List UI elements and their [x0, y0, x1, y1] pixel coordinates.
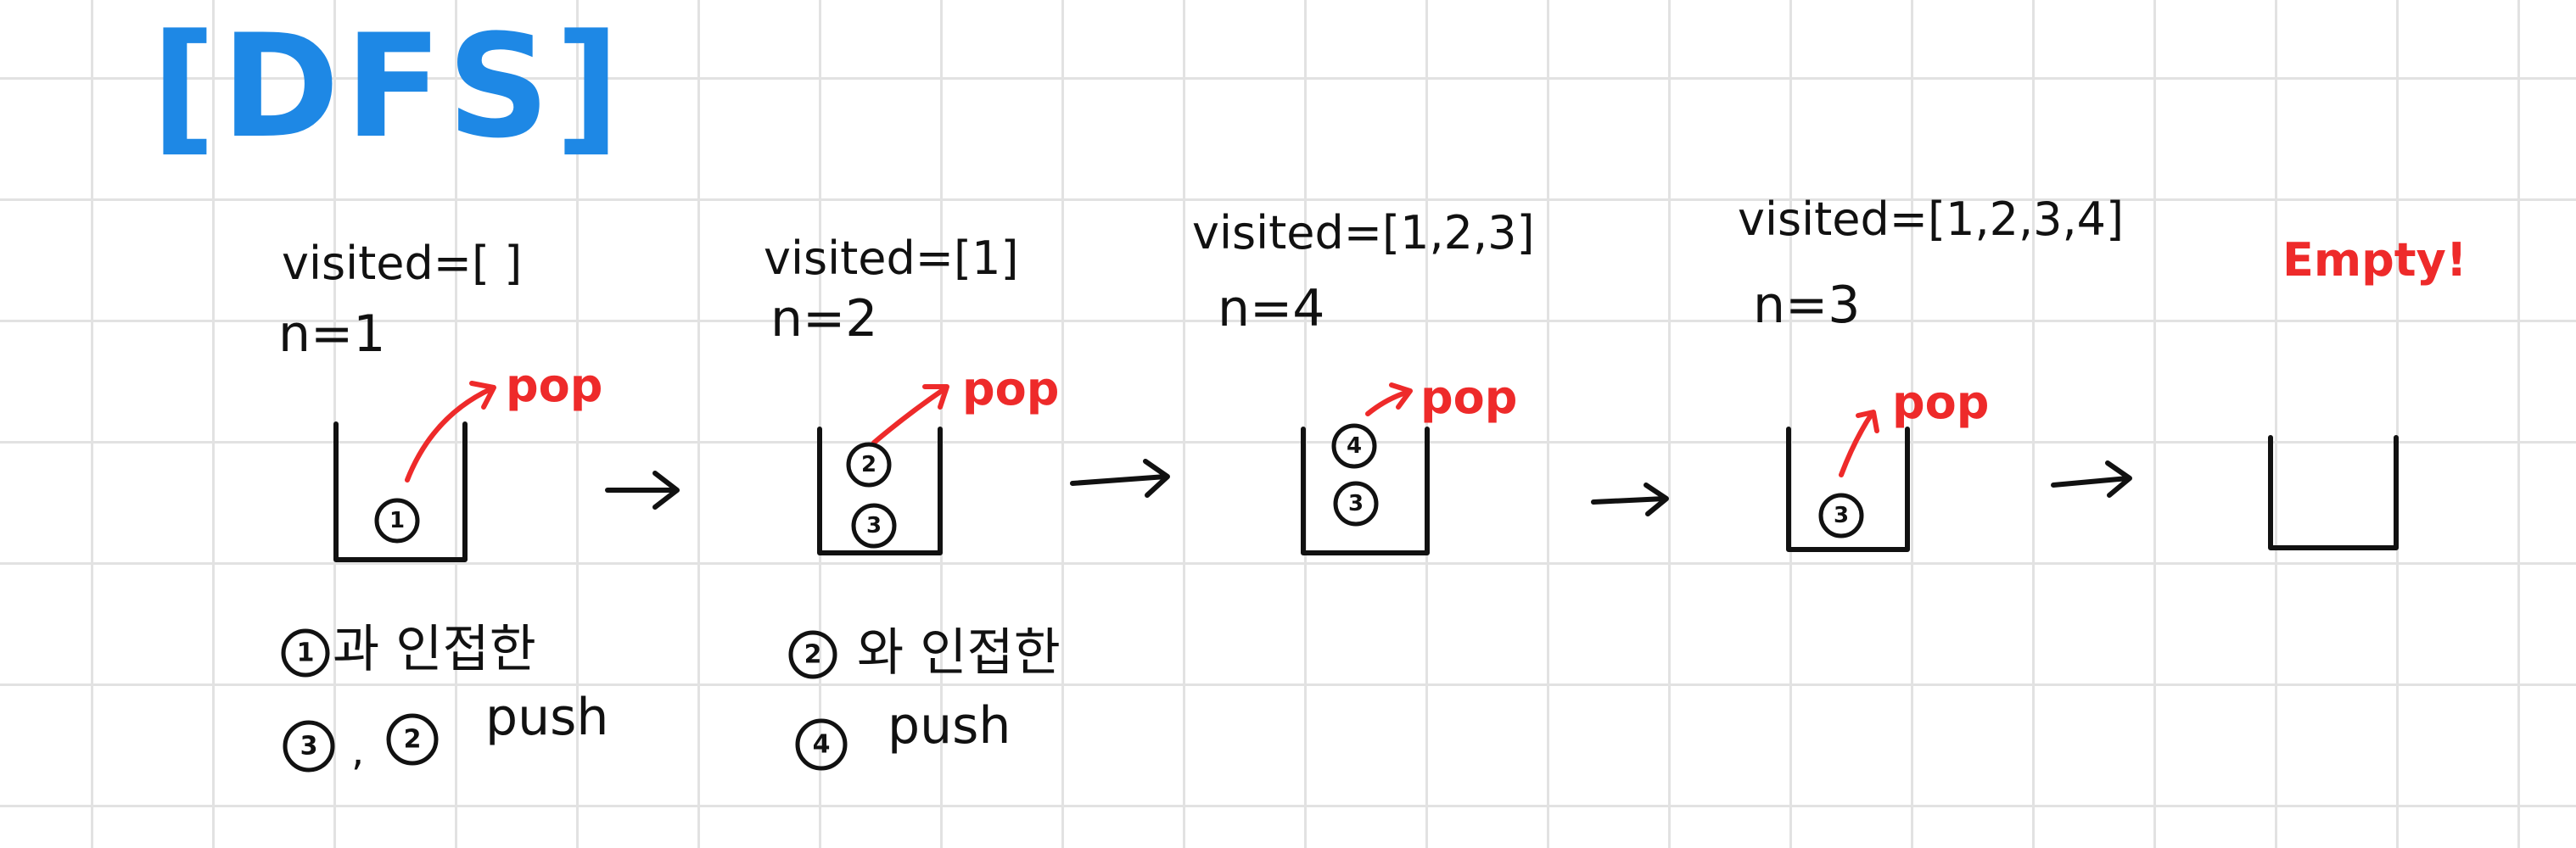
stack-node-step-2-1-circle — [846, 442, 892, 488]
visited-label-step-3: visited=[1,2,3] — [1192, 206, 1535, 259]
note-1-line-2-node-2: 2 — [386, 713, 439, 766]
stack-node-step-4-1-circle — [1818, 493, 1864, 538]
stack-node-step-2-1: 2 — [846, 442, 892, 488]
n-label-step-2: n=2 — [770, 289, 878, 349]
stack-node-step-1-1-circle — [374, 498, 420, 544]
stack-container-step-3 — [1301, 427, 1430, 555]
stack-node-step-4-1-label: 3 — [1834, 503, 1849, 528]
empty-label: Empty! — [2282, 233, 2467, 287]
note-1-line-2-node-2-label: 2 — [404, 725, 422, 755]
transition-arrow-2 — [1070, 459, 1170, 498]
note-2-line-2-node-1-circle — [795, 718, 848, 771]
visited-label-step-1: visited=[ ] — [282, 237, 523, 290]
pop-label-step-1: pop — [506, 359, 603, 412]
n-label-step-1: n=1 — [278, 304, 386, 364]
transition-arrow-3 — [1591, 483, 1669, 516]
note-1-line-1-node: 1 — [281, 628, 330, 678]
stack-node-step-2-2-circle — [851, 503, 897, 549]
stack-node-step-2-1-label: 2 — [861, 452, 876, 477]
note-1-line-2-node-2-circle — [386, 713, 439, 766]
stack-node-step-4-1: 3 — [1818, 493, 1864, 538]
pop-label-step-4: pop — [1892, 376, 1990, 429]
note-2-line-2-node-1: 4 — [795, 718, 848, 771]
stack-node-step-3-1-label: 4 — [1347, 433, 1362, 459]
stack-node-step-3-1-circle — [1331, 423, 1377, 469]
stack-node-step-2-2: 3 — [851, 503, 897, 549]
note-1-line-1-node-circle — [281, 628, 330, 678]
pop-label-step-3: pop — [1420, 371, 1518, 424]
pop-arrow-step-2 — [871, 384, 949, 445]
pop-arrow-step-1 — [405, 381, 496, 483]
stack-node-step-3-2-circle — [1333, 481, 1379, 527]
transition-arrow-1 — [605, 471, 680, 510]
stack-container-step-5 — [2268, 435, 2399, 550]
stack-node-step-1-1-label: 1 — [389, 508, 405, 533]
stack-node-step-3-2: 3 — [1333, 481, 1379, 527]
n-label-step-3: n=4 — [1218, 279, 1325, 338]
stack-container-step-4 — [1786, 427, 1910, 552]
visited-label-step-4: visited=[1,2,3,4] — [1738, 192, 2125, 246]
pop-arrow-step-4 — [1839, 410, 1879, 477]
note-2-line-1-text: 와 인접한 — [857, 623, 1061, 683]
stack-container-step-2 — [817, 427, 943, 555]
diagram-title: [DFS] — [151, 3, 625, 170]
transition-arrow-4 — [2051, 460, 2132, 498]
stack-node-step-3-1: 4 — [1331, 423, 1377, 469]
stack-node-step-1-1: 1 — [374, 498, 420, 544]
note-1-line-2-node-1-label: 3 — [300, 732, 318, 762]
note-1-line-2-node-1-circle — [283, 720, 335, 773]
note-1-line-2-text: push — [485, 688, 609, 747]
pop-label-step-2: pop — [962, 362, 1060, 416]
note-2-line-1-node-circle — [788, 630, 837, 679]
stack-container-step-1 — [333, 421, 468, 562]
note-1-line-2-node-1: 3 — [283, 720, 335, 773]
stack-node-step-3-2-label: 3 — [1348, 491, 1364, 516]
note-2-line-2-text: push — [888, 696, 1011, 756]
note-1-line-1-text: 과 인접한 — [333, 620, 536, 679]
pop-arrow-step-3 — [1365, 382, 1413, 416]
n-label-step-4: n=3 — [1753, 276, 1861, 335]
note-2-line-2-node-1-label: 4 — [813, 730, 831, 760]
note-1-line-1-node-label: 1 — [297, 639, 315, 668]
note-2-line-1-node-label: 2 — [804, 640, 822, 670]
note-2-line-1-node: 2 — [788, 630, 837, 679]
visited-label-step-2: visited=[1] — [764, 232, 1019, 285]
stack-node-step-2-2-label: 3 — [866, 513, 882, 538]
note-1-separator: , — [351, 728, 364, 775]
